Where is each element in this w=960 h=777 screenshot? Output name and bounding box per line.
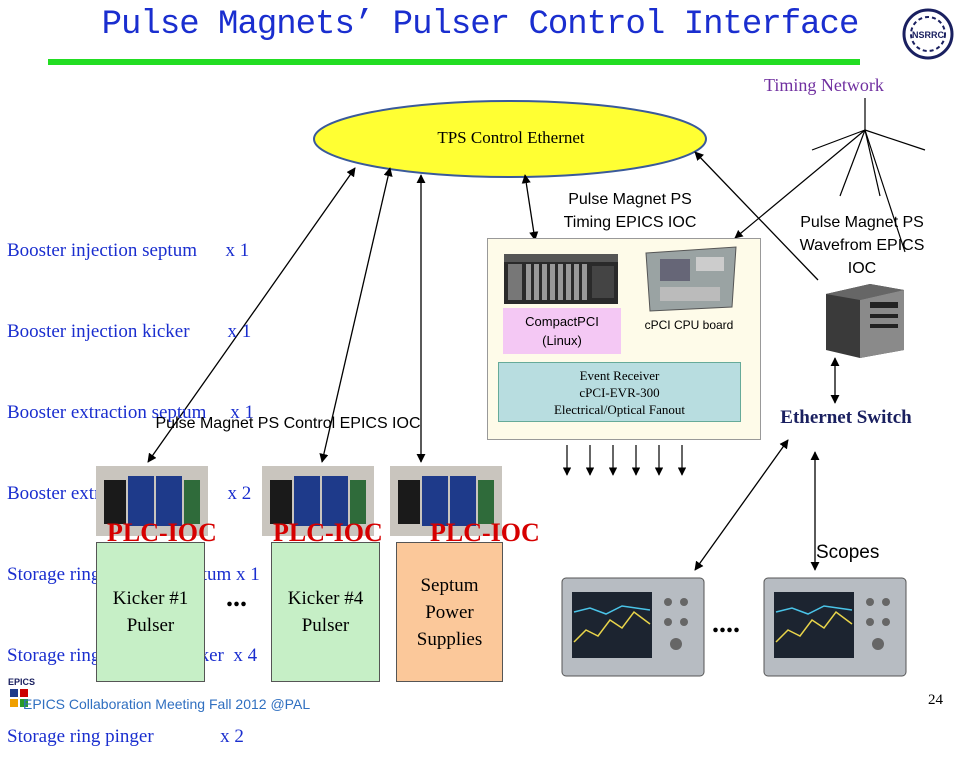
oscilloscope-2-image [763,577,907,677]
arrow-timing-ioc [521,174,539,241]
page-number: 24 [928,692,943,708]
scopes-label: Scopes [816,542,880,563]
epics-logo: EPICS [8,677,35,707]
scopes-ellipsis: .... [712,608,740,639]
cpu-board-label: cPCI CPU board [644,318,734,332]
magnet-item: Booster injection kicker x 1 [7,321,252,342]
ethernet-switch-label: Ethernet Switch [780,407,912,428]
diagram-connections [147,98,926,571]
event-receiver-box: Event Receiver cPCI-EVR-300 Electrical/O… [498,362,741,422]
compactpci-chassis-image [504,254,618,304]
compactpci-label: CompactPCI (Linux) [503,308,621,354]
timing-ioc-label: Pulse Magnet PS Timing EPICS IOC [563,191,697,231]
control-ioc-label: Pulse Magnet PS Control EPICS IOC [155,415,421,432]
oscilloscope-1-image [561,577,705,677]
arrow-kicker4 [319,167,393,463]
waveform-ioc-pc-image [826,284,904,358]
cpu-board-image [645,246,737,312]
timing-network-label: Timing Network [764,75,884,95]
plc-image-kicker1 [96,466,208,536]
slide-title: Pulse Magnets’ Pulser Control Interface [101,6,860,44]
timing-network-antenna [734,98,926,253]
nsrrc-logo-text: NSRRC [912,30,945,40]
control-ethernet-ellipse [313,100,707,178]
title-underline [48,59,860,65]
kicker1-pulser-box: Kicker #1 Pulser [96,542,205,682]
kicker4-pulser-box: Kicker #4 Pulser [271,542,380,682]
control-ethernet-label: TPS Control Ethernet [437,128,585,147]
pulser-ellipsis: ... [226,582,247,613]
nsrrc-logo: NSRRC [902,8,954,60]
magnet-item: Storage ring pinger x 2 [7,726,244,747]
plc-image-kicker4 [262,466,374,536]
magnet-item: Booster injection septum x 1 [7,240,250,261]
septum-power-supplies-box: Septum Power Supplies [396,542,503,682]
arrow-scope1 [694,439,789,571]
epics-logo-text: EPICS [8,677,35,687]
footer-text: EPICS Collaboration Meeting Fall 2012 @P… [23,696,311,712]
arrow-waveform-ioc [694,151,819,281]
plc-image-septum [390,466,502,536]
waveform-ioc-label: Pulse Magnet PS Wavefrom EPICS IOC [799,214,925,277]
magnet-item: Booster extraction septum x 1 [7,402,254,423]
evr-fanout-arrows [562,445,687,476]
